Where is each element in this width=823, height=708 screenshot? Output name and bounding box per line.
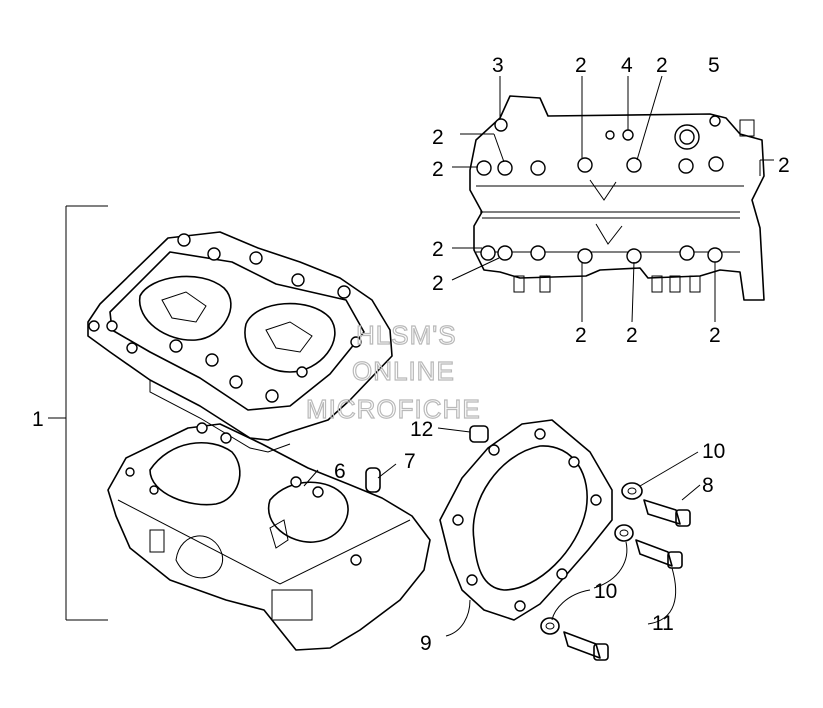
callout-11: 11 <box>652 612 674 635</box>
watermark-line-1: HLSM'S <box>356 320 457 350</box>
callout-labels: 3 2 4 2 5 2 2 2 2 2 2 2 2 1 12 10 7 6 8 … <box>32 54 790 655</box>
callout-3: 3 <box>492 54 504 77</box>
callout-2: 2 <box>432 238 444 261</box>
callout-5: 5 <box>708 54 720 77</box>
lower-crankcase-half <box>107 422 431 651</box>
callout-2: 2 <box>575 324 587 347</box>
callout-12: 12 <box>410 418 433 441</box>
callout-2: 2 <box>432 158 444 181</box>
callout-7: 7 <box>404 450 416 473</box>
bolt-8 <box>643 499 691 527</box>
watermark: HLSM'S ONLINE MICROFICHE <box>305 319 481 424</box>
callout-9: 9 <box>420 632 432 655</box>
upper-crankcase-half <box>87 231 393 453</box>
washer-10-lower <box>540 617 560 635</box>
callout-2: 2 <box>432 126 444 149</box>
bolt-11-middle <box>635 539 683 569</box>
inset-crankcase-view <box>451 75 774 323</box>
callout-2: 2 <box>626 324 638 347</box>
callout-2: 2 <box>575 54 587 77</box>
watermark-line-2: ONLINE <box>352 356 455 386</box>
callout-2: 2 <box>709 324 721 347</box>
dowel-pin-12 <box>469 425 489 443</box>
callout-2: 2 <box>778 154 790 177</box>
callout-10: 10 <box>594 580 617 603</box>
callout-1: 1 <box>32 408 44 431</box>
callout-2: 2 <box>656 54 668 77</box>
washer-10-upper <box>621 482 643 500</box>
callout-8: 8 <box>702 474 714 497</box>
flange-housing <box>439 419 613 621</box>
callout-2: 2 <box>432 272 444 295</box>
washer-10-middle <box>614 524 634 542</box>
callout-10: 10 <box>702 440 725 463</box>
leader-lines <box>48 205 701 637</box>
callout-6: 6 <box>334 460 346 483</box>
bolt-11-lower <box>563 631 609 661</box>
callout-4: 4 <box>621 54 633 77</box>
watermark-line-3: MICROFICHE <box>306 394 481 424</box>
dowel-pin-7 <box>365 467 381 493</box>
